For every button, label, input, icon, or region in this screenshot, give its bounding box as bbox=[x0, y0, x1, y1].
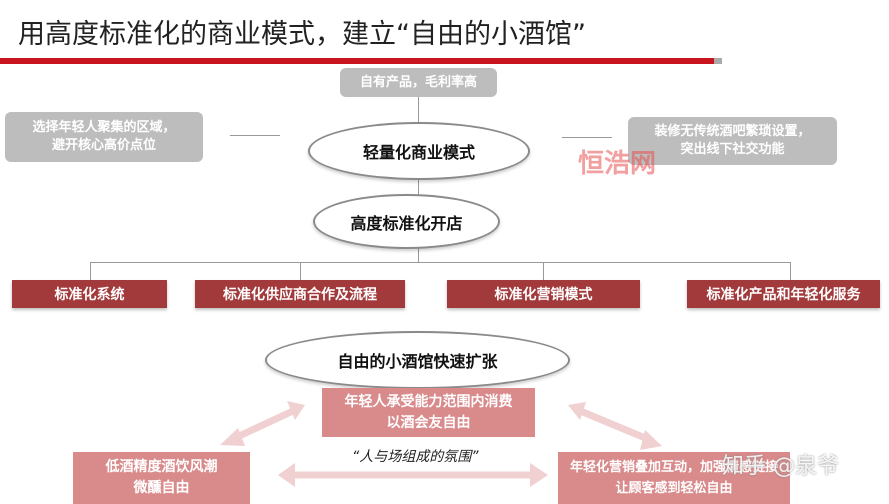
left-bottom-box: 低酒精度酒饮风潮微醺自由 bbox=[73, 452, 250, 504]
standard-box-product: 标准化产品和年轻化服务 bbox=[687, 280, 880, 308]
watermark-henghao: 恒浩网 bbox=[578, 149, 657, 179]
connector bbox=[418, 248, 419, 262]
standard-box-system: 标准化系统 bbox=[12, 280, 167, 308]
connector bbox=[418, 97, 419, 127]
ellipse-light-business-model: 轻量化商业模式 bbox=[308, 122, 530, 180]
connector bbox=[230, 135, 280, 136]
standard-box-supplier: 标准化供应商合作及流程 bbox=[195, 280, 405, 308]
right-bottom-box-line: 让顾客感到轻松自由 bbox=[615, 481, 733, 496]
right-box: 装修无传统酒吧繁琐设置， 突出线下社交功能 bbox=[628, 117, 837, 165]
connector bbox=[790, 262, 791, 280]
page-title: 用高度标准化的商业模式，建立“自由的小酒馆” bbox=[18, 19, 586, 50]
title-underline bbox=[0, 58, 714, 64]
right-box-line: 装修无传统酒吧繁琐设置， bbox=[654, 124, 811, 139]
connector bbox=[90, 262, 91, 280]
connector bbox=[300, 262, 301, 280]
left-box-line: 选择年轻人聚集的区域， bbox=[32, 120, 176, 135]
quote-atmosphere: “人与场组成的氛围” bbox=[352, 449, 479, 465]
connector bbox=[90, 262, 790, 263]
connector bbox=[418, 178, 419, 196]
arrow-left-up bbox=[233, 406, 297, 442]
center-box: 年轻人承受能力范围内消费以酒会友自由 bbox=[322, 388, 535, 437]
arrow-right-up bbox=[576, 406, 652, 444]
left-bottom-box-line: 微醺自由 bbox=[133, 480, 190, 496]
center-box-line: 以酒会友自由 bbox=[386, 414, 471, 431]
center-box-line: 年轻人承受能力范围内消费 bbox=[344, 393, 513, 410]
title-underline-end bbox=[714, 58, 722, 64]
connector bbox=[543, 262, 544, 280]
left-bottom-box-line: 低酒精度酒饮风潮 bbox=[105, 459, 218, 475]
top-box: 自有产品，毛利率高 bbox=[340, 68, 497, 97]
ellipse-rapid-expansion: 自由的小酒馆快速扩张 bbox=[265, 331, 570, 389]
left-box-line: 避开核心高价点位 bbox=[51, 138, 156, 153]
watermark-zhihu: 知乎 @泉爷 bbox=[722, 454, 839, 479]
right-box-line: 突出线下社交功能 bbox=[680, 142, 785, 157]
standard-box-marketing: 标准化营销模式 bbox=[447, 280, 640, 308]
ellipse-standardized-opening: 高度标准化开店 bbox=[313, 194, 500, 249]
right-bottom-box-line: 年轻化营销叠加互动，加强情感链接 bbox=[569, 460, 778, 475]
connector bbox=[562, 137, 612, 138]
right-bottom-box: 年轻化营销叠加互动，加强情感链接让顾客感到轻松自由 bbox=[558, 452, 790, 504]
left-box: 选择年轻人聚集的区域， 避开核心高价点位 bbox=[5, 112, 203, 162]
